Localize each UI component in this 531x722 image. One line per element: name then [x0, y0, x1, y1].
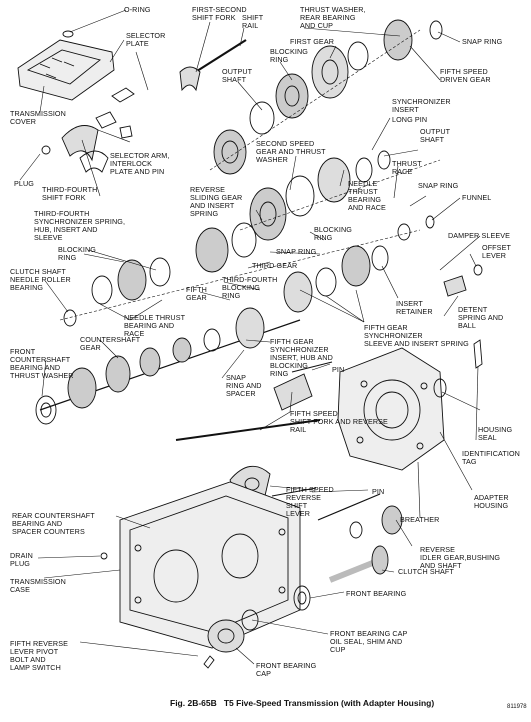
label-fifth-gear-synchronizer-insert: FIFTH GEAR SYNCHRONIZER INSERT, HUB AND …	[270, 337, 333, 378]
label-fifth-speed-shift-fork: FIFTH SPEED SHIFT FORK AND REVERSE RAIL	[290, 409, 388, 434]
label-first-second-shift-fork: FIRST-SECOND SHIFT FORK	[192, 5, 247, 22]
label-fifth-gear-synchronizer-sleeve: FIFTH GEAR SYNCHRONIZER SLEEVE AND INSER…	[364, 323, 469, 348]
label-output-shaft-right: OUTPUT SHAFT	[420, 127, 451, 144]
label-plug: PLUG	[14, 179, 34, 188]
label-blocking-ring-mid: BLOCKING RING	[314, 225, 352, 242]
label-snap-ring-top: SNAP RING	[462, 37, 503, 46]
label-third-fourth-shift-fork: THIRD-FOURTH SHIFT FORK	[42, 185, 98, 202]
shift-forks-part	[41, 125, 109, 173]
main-shaft-gears-part	[209, 19, 443, 175]
label-reverse-sliding-gear: REVERSE SLIDING GEAR AND INSERT SPRING	[190, 185, 243, 218]
label-front-bearing-cap-seal: FRONT BEARING CAP OIL SEAL, SHIM AND CUP	[330, 629, 408, 654]
label-synchronizer-insert: SYNCHRONIZER INSERT	[392, 97, 451, 114]
label-snap-ring-right: SNAP RING	[418, 181, 459, 190]
label-front-bearing: FRONT BEARING	[346, 589, 407, 598]
leader-lines	[19, 9, 481, 665]
second-speed-gear-part	[239, 150, 441, 241]
figure-code: 811978	[507, 704, 527, 710]
label-selector-arm: SELECTOR ARM, INTERLOCK PLATE AND PIN	[110, 151, 170, 176]
adapter-housing-part	[337, 264, 483, 471]
figure-caption: Fig. 2B-65B T5 Five-Speed Transmission (…	[170, 698, 435, 708]
label-identification-tag: IDENTIFICATION TAG	[462, 449, 520, 466]
selector-plate-part	[95, 87, 135, 139]
label-blocking-ring-left: BLOCKING RING	[58, 245, 96, 262]
label-offset-lever: OFFSET LEVER	[482, 243, 511, 260]
label-shift-rail: SHIFT RAIL	[242, 13, 264, 30]
label-front-countershaft-bearing: FRONT COUNTERSHAFT BEARING AND THRUST WA…	[10, 347, 74, 380]
label-damper-sleeve: DAMPER SLEEVE	[448, 231, 511, 240]
label-insert-retainer: INSERT RETAINER	[396, 299, 433, 316]
label-adapter-housing: ADAPTER HOUSING	[474, 493, 509, 510]
label-third-fourth-synchronizer: THIRD-FOURTH SYNCHRONIZER SPRING, HUB, I…	[34, 209, 126, 242]
label-front-bearing-cap: FRONT BEARING CAP	[256, 661, 317, 678]
synchronizer-row-part	[59, 222, 421, 327]
clutch-shaft-part	[293, 493, 403, 611]
label-detent-spring: DETENT SPRING AND BALL	[458, 305, 504, 330]
label-fifth-speed-driven-gear: FIFTH SPEED DRIVEN GEAR	[440, 67, 491, 84]
label-snap-ring-mid: SNAP RING	[276, 247, 317, 256]
label-countershaft-gear: COUNTERSHAFT GEAR	[80, 335, 141, 352]
label-fifth-speed-reverse-shift-lever: FIFTH SPEED REVERSE SHIFT LEVER	[286, 485, 334, 518]
label-clutch-shaft: CLUTCH SHAFT	[398, 567, 454, 576]
label-third-gear: THIRD GEAR	[252, 261, 298, 270]
label-fifth-reverse-lever-pivot: FIFTH REVERSE LEVER PIVOT BOLT AND LAMP …	[10, 639, 69, 672]
countershaft-part	[35, 307, 301, 425]
label-drain-plug: DRAIN PLUG	[10, 551, 33, 568]
label-first-gear: FIRST GEAR	[290, 37, 334, 46]
label-reverse-idler-gear: REVERSE IDLER GEAR,BUSHING AND SHAFT	[420, 545, 501, 570]
label-thrust-race: THRUST RACE	[392, 159, 422, 176]
label-housing-seal: HOUSING SEAL	[478, 425, 513, 442]
label-pin-low: PIN	[372, 487, 385, 496]
label-transmission-case: TRANSMISSION CASE	[10, 577, 66, 594]
fifth-speed-fork-part	[175, 361, 333, 441]
label-snap-ring-spacer: SNAP RING AND SPACER	[226, 373, 262, 398]
label-breather: BREATHER	[400, 515, 440, 524]
label-selector-plate: SELECTOR PLATE	[126, 31, 166, 48]
front-bearing-cap-part	[203, 609, 259, 669]
label-clutch-shaft-needle-roller: CLUTCH SHAFT NEEDLE ROLLER BEARING	[10, 267, 71, 292]
transmission-case-part	[100, 481, 301, 649]
label-long-pin: LONG PIN	[392, 115, 428, 124]
label-needle-thrust-bearing-left: NEEDLE THRUST BEARING AND RACE	[124, 313, 186, 338]
label-fifth-gear: FIFTH GEAR	[186, 285, 207, 302]
label-output-shaft-top: OUTPUT SHAFT	[222, 67, 253, 84]
transmission-cover-part	[17, 30, 115, 101]
label-funnel: FUNNEL	[462, 193, 492, 202]
label-third-fourth-blocking-ring: THIRD-FOURTH BLOCKING RING	[222, 275, 278, 300]
label-needle-thrust-bearing-right: NEEDLE THRUST BEARING AND RACE	[348, 179, 386, 212]
label-thrust-washer-rear-bearing: THRUST WASHER, REAR BEARING AND CUP	[300, 5, 366, 30]
label-second-speed-gear: SECOND SPEED GEAR AND THRUST WASHER	[256, 139, 326, 164]
label-transmission-cover: TRANSMISSION COVER	[10, 109, 66, 126]
label-blocking-ring-top: BLOCKING RING	[270, 47, 308, 64]
label-rear-countershaft-bearing: REAR COUNTERSHAFT BEARING AND SPACER COU…	[12, 511, 95, 536]
label-o-ring: O-RING	[124, 5, 151, 14]
label-pin-mid: PIN	[332, 365, 345, 374]
